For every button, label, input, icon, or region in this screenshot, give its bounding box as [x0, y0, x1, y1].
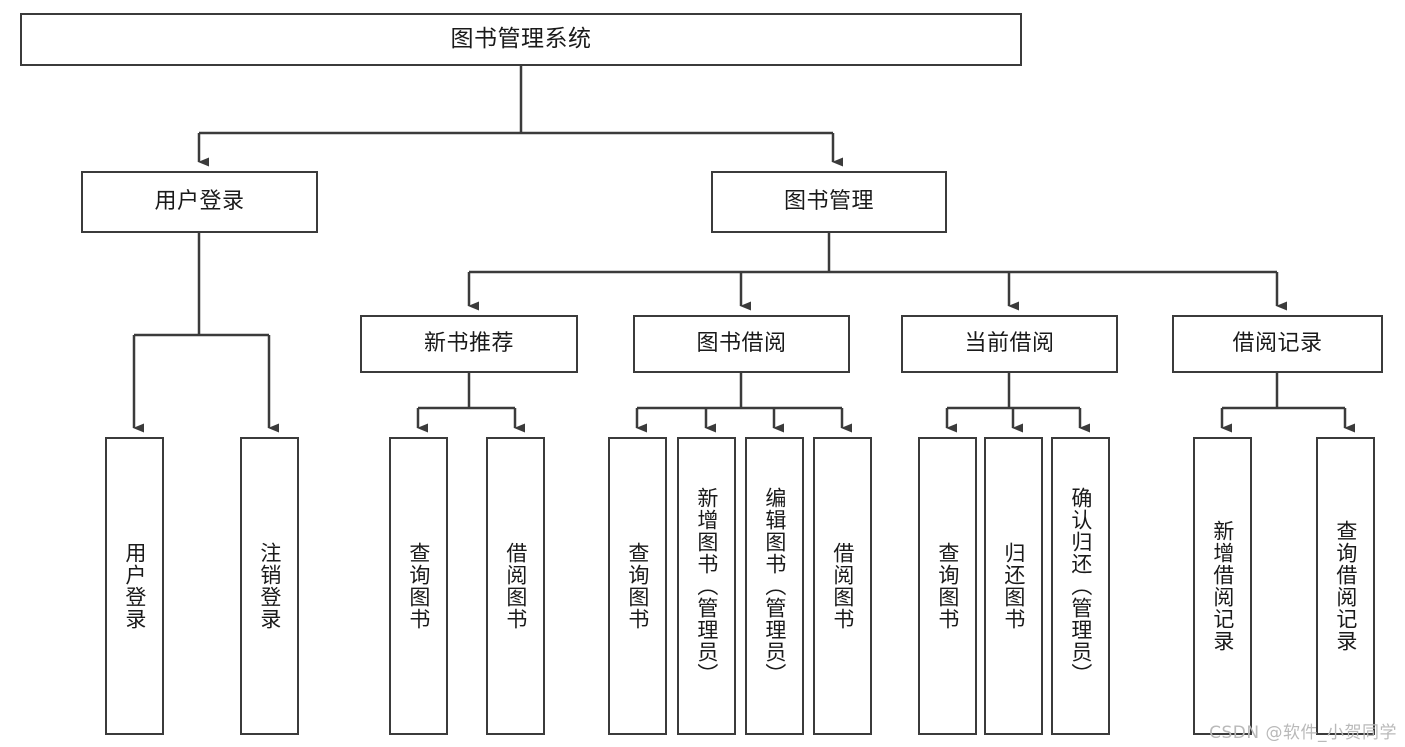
node-user-login[interactable]: 用户登录 [81, 171, 318, 233]
leaf-current-borrow-confirm-return-admin[interactable]: 确认归还（管理员） [1051, 437, 1110, 735]
node-label: 图书管理系统 [450, 25, 592, 52]
node-label: 图书借阅 [696, 331, 787, 357]
node-label: 借阅图书 [503, 542, 528, 630]
node-label: 借阅记录 [1232, 331, 1323, 357]
leaf-user-login-logout[interactable]: 注销登录 [240, 437, 299, 735]
node-current-borrow[interactable]: 当前借阅 [901, 315, 1118, 373]
leaf-book-borrow-add-book-admin[interactable]: 新增图书（管理员） [677, 437, 736, 735]
node-label: 编辑图书（管理员） [762, 487, 787, 685]
node-label: 新增借阅记录 [1210, 520, 1235, 652]
leaf-current-borrow-query-book[interactable]: 查询图书 [918, 437, 977, 735]
node-borrow-record[interactable]: 借阅记录 [1172, 315, 1383, 373]
node-label: 借阅图书 [830, 542, 855, 630]
node-label: 新增图书（管理员） [694, 487, 719, 685]
node-label: 新书推荐 [423, 331, 514, 357]
node-label: 注销登录 [257, 542, 282, 630]
node-label: 用户登录 [122, 542, 147, 630]
node-label: 查询图书 [935, 542, 960, 630]
node-label: 用户登录 [154, 189, 245, 215]
leaf-current-borrow-return-book[interactable]: 归还图书 [984, 437, 1043, 735]
watermark: CSDN @软件_小贺同学 [1209, 723, 1397, 743]
node-label: 归还图书 [1001, 542, 1026, 630]
leaf-new-book-query-book[interactable]: 查询图书 [389, 437, 448, 735]
node-label: 查询图书 [625, 542, 650, 630]
node-label: 确认归还（管理员） [1068, 487, 1093, 685]
node-new-book-recommend[interactable]: 新书推荐 [360, 315, 578, 373]
node-book-management[interactable]: 图书管理 [711, 171, 947, 233]
leaf-new-book-borrow-book[interactable]: 借阅图书 [486, 437, 545, 735]
leaf-book-borrow-edit-book-admin[interactable]: 编辑图书（管理员） [745, 437, 804, 735]
node-book-borrow[interactable]: 图书借阅 [633, 315, 850, 373]
leaf-borrow-record-query-record[interactable]: 查询借阅记录 [1316, 437, 1375, 735]
leaf-book-borrow-borrow-book[interactable]: 借阅图书 [813, 437, 872, 735]
node-label: 当前借阅 [964, 331, 1055, 357]
leaf-book-borrow-query-book[interactable]: 查询图书 [608, 437, 667, 735]
leaf-user-login-login[interactable]: 用户登录 [105, 437, 164, 735]
node-label: 图书管理 [783, 189, 874, 215]
node-label: 查询借阅记录 [1333, 520, 1358, 652]
node-root-book-management-system[interactable]: 图书管理系统 [20, 13, 1022, 66]
node-label: 查询图书 [406, 542, 431, 630]
leaf-borrow-record-add-record[interactable]: 新增借阅记录 [1193, 437, 1252, 735]
